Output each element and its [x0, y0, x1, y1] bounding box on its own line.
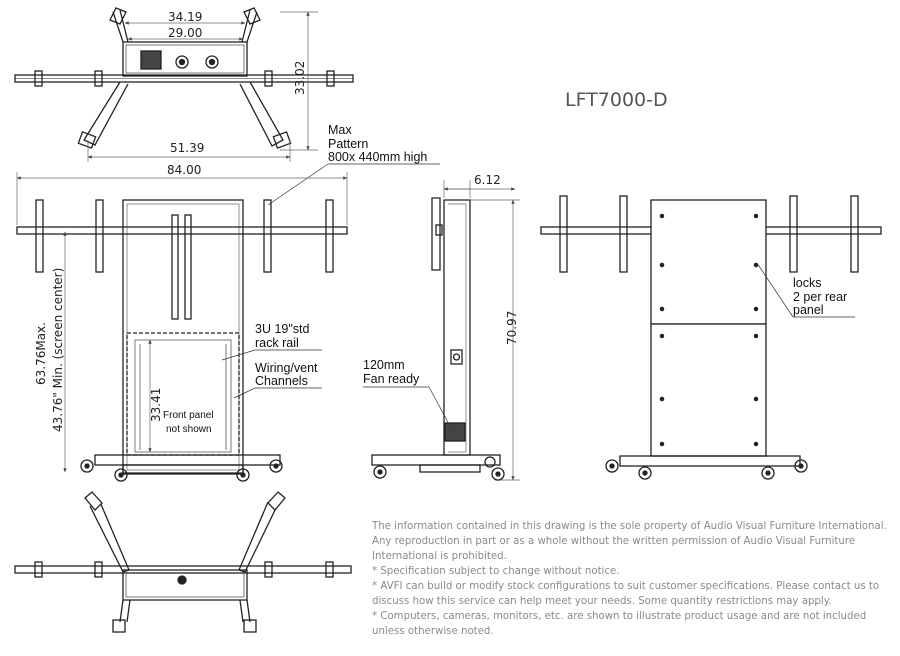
- top-view-dimensions: [87, 11, 318, 162]
- dim-rack-height: 33.41: [149, 388, 163, 422]
- dim-side-depth: 6.12: [474, 173, 501, 187]
- svg-text:rack rail: rack rail: [255, 336, 299, 350]
- dim-front-width: 84.00: [167, 163, 201, 177]
- legal-note-2: * AVFI can build or modify stock configu…: [372, 581, 880, 607]
- dim-screen-center-min: 43.76" Min. (screen center): [51, 268, 65, 432]
- rear-view: [540, 195, 882, 480]
- legal-notice: The information contained in this drawin…: [372, 519, 892, 639]
- legal-note-3: * Computers, cameras, monitors, etc. are…: [372, 611, 867, 637]
- side-view: [371, 180, 520, 481]
- svg-text:panel: panel: [793, 303, 824, 317]
- svg-text:3U 19"std: 3U 19"std: [255, 322, 310, 336]
- rack-rail-callout: 3U 19"std rack rail Wiring/vent Channels: [221, 322, 322, 399]
- dim-top-inner-width: 29.00: [168, 26, 202, 40]
- dim-top-depth: 33.02: [293, 61, 307, 95]
- front-panel-note-1: Front panel: [163, 410, 214, 421]
- dim-top-width: 34.19: [168, 10, 202, 24]
- svg-text:Wiring/vent: Wiring/vent: [255, 361, 318, 375]
- top-view: [14, 7, 354, 149]
- svg-text:Max: Max: [328, 123, 352, 137]
- front-view: [16, 172, 348, 482]
- model-label: LFT7000-D: [565, 89, 668, 111]
- locks-callout: locks 2 per rear panel: [756, 262, 855, 318]
- svg-text:Channels: Channels: [255, 374, 308, 388]
- dim-top-base-width: 51.39: [170, 141, 204, 155]
- bottom-view: [14, 491, 352, 633]
- dim-side-height: 70.97: [505, 311, 519, 345]
- svg-text:Pattern: Pattern: [328, 137, 368, 151]
- fan-callout: 120mm Fan ready: [363, 358, 451, 427]
- svg-text:800x 440mm high: 800x 440mm high: [328, 150, 427, 164]
- legal-note-1: * Specification subject to change withou…: [372, 566, 620, 577]
- svg-text:locks: locks: [793, 276, 821, 290]
- svg-text:120mm: 120mm: [363, 358, 405, 372]
- dim-screen-center-max: 63.76Max.: [34, 322, 48, 385]
- svg-text:2 per rear: 2 per rear: [793, 290, 847, 304]
- max-pattern-callout: Max Pattern 800x 440mm high: [267, 123, 440, 206]
- front-panel-note-2: not shown: [166, 424, 212, 435]
- svg-text:Fan ready: Fan ready: [363, 372, 420, 386]
- legal-paragraph: The information contained in this drawin…: [372, 521, 887, 562]
